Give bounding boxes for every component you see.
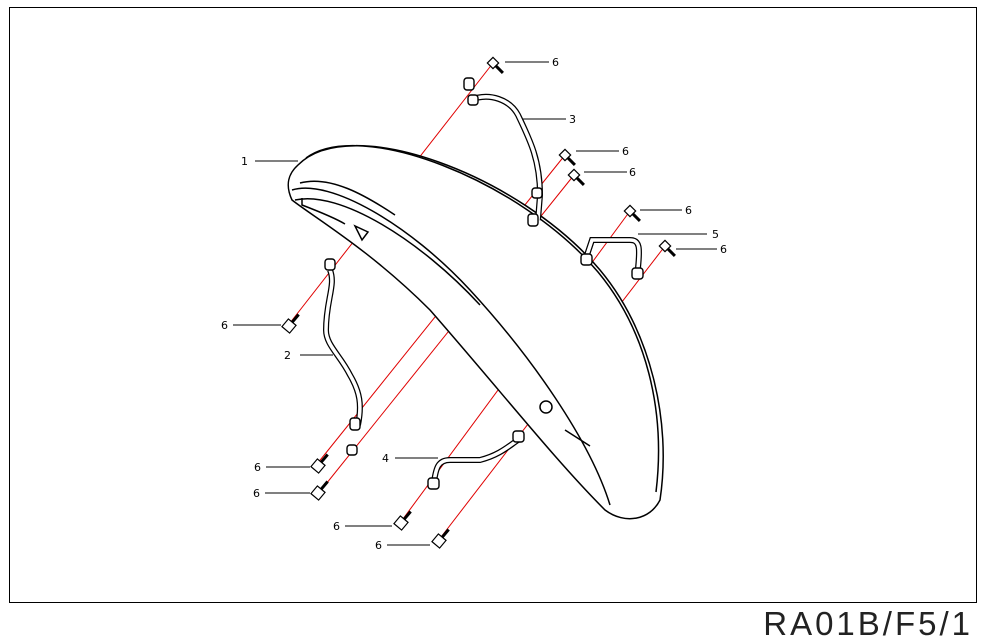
callout-part-4: 4 <box>382 452 389 465</box>
drawing-border <box>9 7 977 603</box>
callout-part-5: 5 <box>712 228 719 241</box>
bolt <box>623 204 641 222</box>
callout-bolt-6: 6 <box>375 539 382 552</box>
bolt <box>431 528 450 549</box>
bolt <box>310 480 329 501</box>
bolt <box>310 453 329 474</box>
callout-bolt-6: 6 <box>333 520 340 533</box>
bolt <box>558 148 576 166</box>
callout-bolt-6: 6 <box>254 461 261 474</box>
bolt <box>486 56 504 74</box>
callout-bolt-6: 6 <box>221 319 228 332</box>
stay-part-4 <box>427 430 525 490</box>
stay-part-2 <box>322 258 363 456</box>
callout-bolt-6: 6 <box>685 204 692 217</box>
callout-part-1: 1 <box>241 155 248 168</box>
callout-bolt-6: 6 <box>629 166 636 179</box>
callout-numbers: 1 2 3 4 5 6 6 6 6 6 6 6 6 6 6 <box>221 56 727 552</box>
callout-bolt-6: 6 <box>552 56 559 69</box>
bolt <box>281 313 300 334</box>
bolt <box>658 239 676 257</box>
stay-part-5 <box>580 237 644 280</box>
callout-bolt-6: 6 <box>622 145 629 158</box>
callout-part-2: 2 <box>284 349 291 362</box>
callout-part-3: 3 <box>569 113 576 126</box>
bolt <box>393 510 412 531</box>
callout-leaders <box>233 61 717 546</box>
bolts-part-6 <box>281 56 676 549</box>
bolt <box>567 168 585 186</box>
callout-bolt-6: 6 <box>253 487 260 500</box>
fender-part-1 <box>287 144 664 520</box>
stay-part-3 <box>463 77 544 227</box>
drawing-code: RA01B/F5/1 <box>763 605 973 642</box>
callout-bolt-6: 6 <box>720 243 727 256</box>
